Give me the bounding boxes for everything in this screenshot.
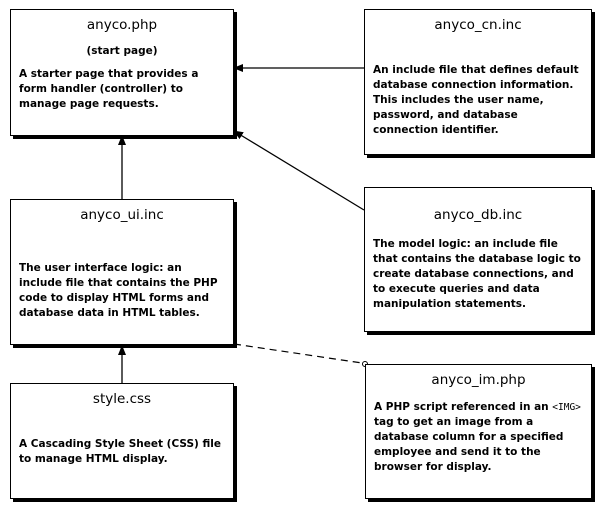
box-title: anyco_cn.inc — [434, 17, 522, 33]
desc-text-before: A PHP script referenced in an — [374, 401, 553, 413]
box-anyco-ui: anyco_ui.inc The user interface logic: a… — [10, 199, 234, 345]
box-description: An include file that defines default dat… — [373, 64, 579, 136]
box-anyco-php: anyco.php (start page) A starter page th… — [10, 9, 234, 136]
box-title: anyco_im.php — [431, 372, 526, 388]
box-title: anyco.php — [86, 17, 158, 33]
desc-text-after: tag to get an image from a database colu… — [374, 416, 564, 473]
img-tag-code: <IMG> — [552, 402, 581, 413]
box-description: A Cascading Style Sheet (CSS) file to ma… — [19, 438, 221, 465]
box-anyco-im: anyco_im.php A PHP script referenced in … — [365, 364, 592, 499]
box-subtitle: (start page) — [86, 45, 158, 57]
dashed-ref-ui-to-im — [233, 343, 363, 364]
box-title: anyco_db.inc — [433, 207, 523, 223]
box-anyco-db: anyco_db.inc The model logic: an include… — [364, 187, 592, 332]
box-title: anyco_ui.inc — [80, 207, 164, 223]
box-description: The model logic: an include file that co… — [373, 238, 581, 310]
box-anyco-cn: anyco_cn.inc An include file that define… — [364, 9, 592, 155]
box-description: A starter page that provides a form hand… — [19, 68, 199, 110]
box-description: A PHP script referenced in an <IMG> tag … — [374, 400, 583, 475]
box-title: style.css — [92, 391, 152, 407]
box-style-css: style.css A Cascading Style Sheet (CSS) … — [10, 383, 234, 499]
box-description: The user interface logic: an include fil… — [19, 262, 218, 319]
arrow-db-to-php — [233, 130, 365, 211]
